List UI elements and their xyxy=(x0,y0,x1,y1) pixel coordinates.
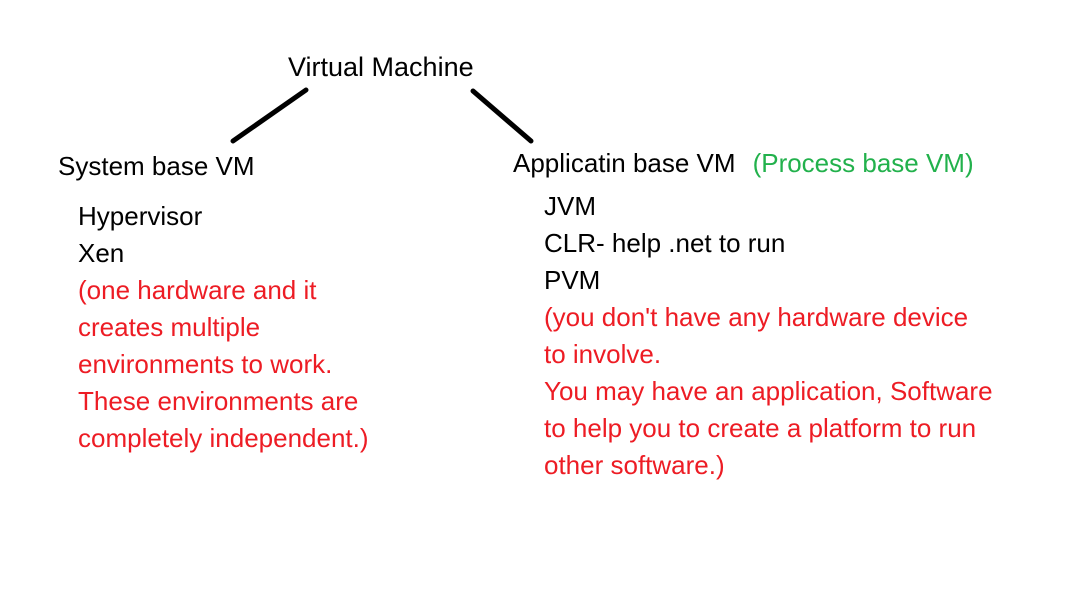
branch-line-left xyxy=(230,87,309,144)
left-item: Hypervisor xyxy=(78,201,203,231)
right-item: PVM xyxy=(544,265,601,295)
right-note-line: (you don't have any hardware device xyxy=(544,302,969,332)
right-note-line: You may have an application, Software xyxy=(544,376,993,406)
left-note-line: (one hardware and it xyxy=(78,275,317,305)
left-note-line: These environments are xyxy=(78,386,359,416)
right-branch-heading-row: Applicatin base VM (Process base VM) xyxy=(513,148,974,179)
right-note-line: to involve. xyxy=(544,339,662,369)
right-item: CLR- help .net to run xyxy=(544,228,786,258)
diagram-title: Virtual Machine xyxy=(288,52,474,82)
right-item: JVM xyxy=(544,191,596,221)
left-branch-body: Hypervisor Xen (one hardware and it crea… xyxy=(78,198,369,457)
left-note-line: environments to work. xyxy=(78,349,333,379)
left-item: Xen xyxy=(78,238,125,268)
left-note-line: creates multiple xyxy=(78,312,261,342)
right-note-line: other software.) xyxy=(544,450,725,480)
right-branch-body: JVM CLR- help .net to run PVM (you don't… xyxy=(544,188,993,484)
left-branch-heading: System base VM xyxy=(58,151,255,181)
right-branch-heading-alt: (Process base VM) xyxy=(752,148,974,178)
right-branch-heading: Applicatin base VM xyxy=(513,148,736,178)
left-note-line: completely independent.) xyxy=(78,423,369,453)
right-note-line: to help you to create a platform to run xyxy=(544,413,977,443)
branch-line-right xyxy=(470,88,534,144)
